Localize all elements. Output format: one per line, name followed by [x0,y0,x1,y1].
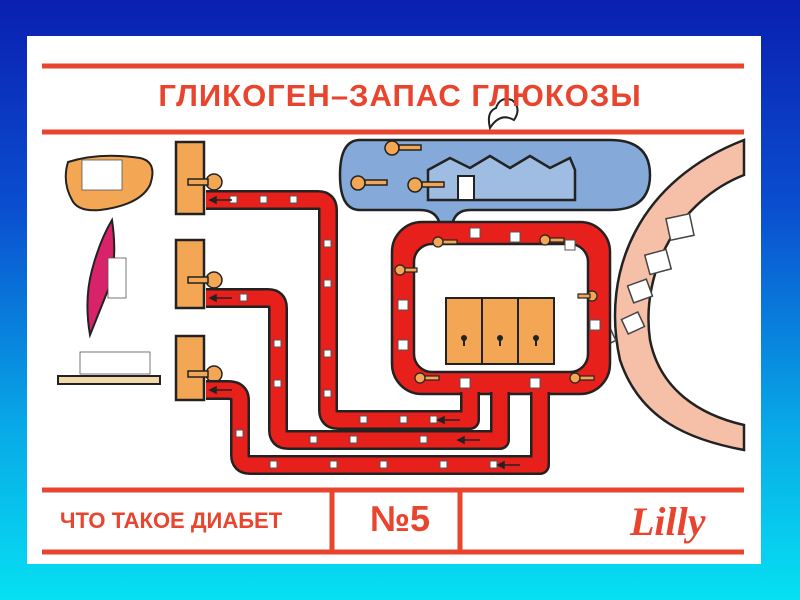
central-loop [390,220,612,396]
vault-door-3 [517,297,555,365]
keyhole-icons [461,335,539,346]
muscle-icon [86,217,127,339]
series-title: ЧТО ТАКОЕ ДИАБЕТ [60,508,283,533]
door-liver [174,140,206,216]
liver-icon [64,154,154,212]
tissue-icon [57,351,161,385]
vault-door-1 [445,297,483,365]
key-icons-loop [394,234,598,384]
page-title: ГЛИКОГЕН–ЗАПАС ГЛЮКОЗЫ [158,78,642,113]
brand-logo: Lilly [630,499,706,544]
pipes [206,190,550,475]
door-muscle [174,238,206,310]
glucose-cubes [229,195,601,469]
frame-lines [42,63,744,555]
factory-cloud [338,98,652,234]
arrow-icons [208,195,520,470]
doors [174,140,206,402]
vault-door-2 [481,297,519,365]
door-tissue [174,334,206,402]
key-icons-cloud [350,140,445,193]
issue-number: №5 [369,498,431,539]
